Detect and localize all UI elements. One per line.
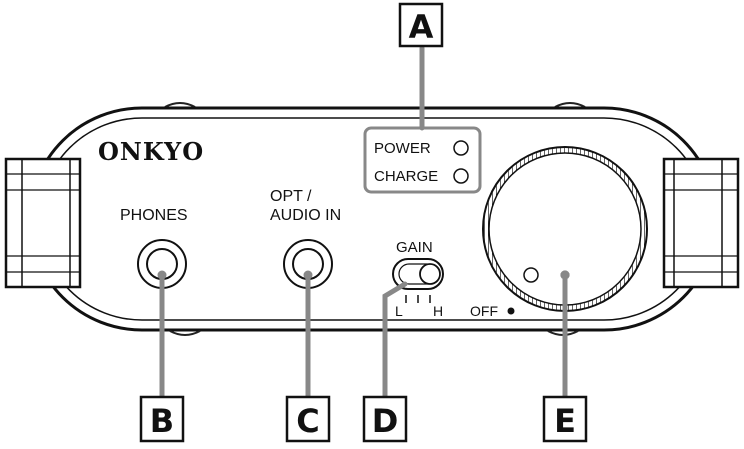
volume-knob[interactable] <box>482 146 648 312</box>
gain-switch[interactable]: GAIN L H <box>392 239 444 319</box>
phones-jack[interactable]: PHONES <box>120 207 188 289</box>
callout-e-label: E <box>554 402 576 440</box>
leader-lines <box>159 45 568 400</box>
charge-label: CHARGE <box>374 168 438 185</box>
callout-c-label: C <box>296 402 319 440</box>
callout-a: A <box>398 2 444 48</box>
charge-led <box>453 168 469 184</box>
power-label: POWER <box>374 140 431 157</box>
top-feet <box>164 102 586 108</box>
volume-indicator-dot <box>523 267 539 283</box>
gain-switch-knob[interactable] <box>419 263 441 285</box>
callout-c: C <box>285 395 331 443</box>
gain-high-label: H <box>433 303 443 319</box>
gain-label: GAIN <box>396 239 433 256</box>
power-led <box>453 140 469 156</box>
right-strap <box>662 157 740 289</box>
off-marker-dot <box>507 307 515 315</box>
off-label: OFF <box>470 303 498 319</box>
phones-label: PHONES <box>120 207 188 224</box>
callout-b: B <box>139 395 185 443</box>
indicator-panel: POWER CHARGE <box>363 126 482 194</box>
callout-b-label: B <box>150 402 174 440</box>
brand-logo: ONKYO <box>98 137 204 166</box>
opt-label-line2: AUDIO IN <box>270 207 341 224</box>
leader-tips <box>157 270 570 280</box>
bottom-feet <box>169 330 579 336</box>
callout-a-label: A <box>409 8 434 46</box>
left-strap <box>4 157 82 289</box>
opt-label-line1: OPT / <box>270 188 312 205</box>
gain-low-label: L <box>395 303 403 319</box>
callout-d-label: D <box>372 402 399 440</box>
callout-d: D <box>362 395 408 443</box>
callout-e: E <box>542 395 588 443</box>
